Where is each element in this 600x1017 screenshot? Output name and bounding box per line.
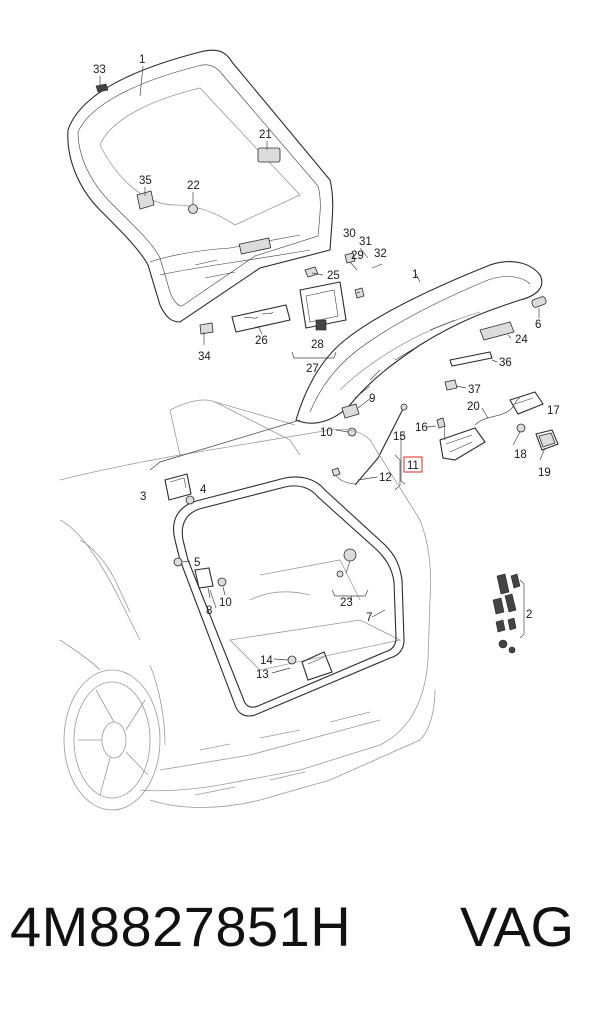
striker-parts — [287, 651, 333, 681]
callout-13: 13 — [256, 669, 269, 681]
callout-22: 22 — [187, 180, 200, 192]
tailgate-interior — [295, 261, 547, 437]
callout-20: 20 — [467, 401, 480, 413]
callout-31: 31 — [359, 236, 372, 248]
callout-36: 36 — [499, 357, 512, 369]
highlight-box — [403, 456, 423, 473]
callout-9: 9 — [369, 393, 375, 405]
tailgate-parts-diagram: 33 1 21 35 22 30 31 29 32 25 1 26 28 27 … — [59, 49, 560, 811]
callout-32: 32 — [374, 248, 387, 260]
callout-19: 19 — [538, 467, 551, 479]
callout-25: 25 — [327, 270, 340, 282]
callout-10: 10 — [320, 427, 333, 439]
callout-4: 4 — [200, 484, 207, 496]
callout-7: 7 — [366, 612, 372, 624]
callout-18: 18 — [514, 449, 527, 461]
callout-28: 28 — [311, 339, 324, 351]
callout-8: 8 — [206, 605, 212, 617]
callout-29: 29 — [351, 250, 364, 262]
brand-label: VAG — [460, 895, 575, 958]
part-number: 4M8827851H — [10, 895, 352, 958]
callout-1b: 1 — [412, 269, 418, 281]
callout-1: 1 — [139, 54, 145, 66]
callout-3: 3 — [140, 491, 146, 503]
callout-34: 34 — [198, 351, 211, 363]
screw-set — [492, 573, 525, 654]
callout-21: 21 — [259, 129, 272, 141]
callout-10b: 10 — [219, 597, 232, 609]
callout-2: 2 — [526, 609, 532, 621]
callout-23: 23 — [340, 597, 353, 609]
callout-14: 14 — [260, 655, 273, 667]
latch-assembly — [400, 391, 559, 485]
buffer-parts — [331, 548, 369, 601]
callout-15: 15 — [393, 431, 406, 443]
callout-12: 12 — [379, 472, 392, 484]
callout-37: 37 — [468, 384, 481, 396]
callout-35: 35 — [139, 175, 152, 187]
callout-33: 33 — [93, 64, 106, 76]
vehicle-body-outline — [59, 399, 436, 811]
callout-17: 17 — [547, 405, 560, 417]
callout-27: 27 — [306, 363, 319, 375]
callout-26: 26 — [255, 335, 268, 347]
callout-24: 24 — [515, 334, 528, 346]
licence-plate-parts — [291, 247, 383, 359]
callout-labels: 33 1 21 35 22 30 31 29 32 25 1 26 28 27 … — [93, 54, 560, 681]
callout-16: 16 — [415, 422, 428, 434]
callout-30: 30 — [343, 228, 356, 240]
callout-6: 6 — [535, 319, 541, 331]
callout-11: 11 — [407, 460, 419, 472]
tailgate-exterior — [67, 49, 334, 335]
gas-strut — [331, 403, 408, 491]
callout-5: 5 — [194, 557, 200, 569]
tailgate-seal — [173, 476, 405, 717]
leader-lines — [99, 65, 546, 674]
hinge-parts — [149, 419, 301, 609]
